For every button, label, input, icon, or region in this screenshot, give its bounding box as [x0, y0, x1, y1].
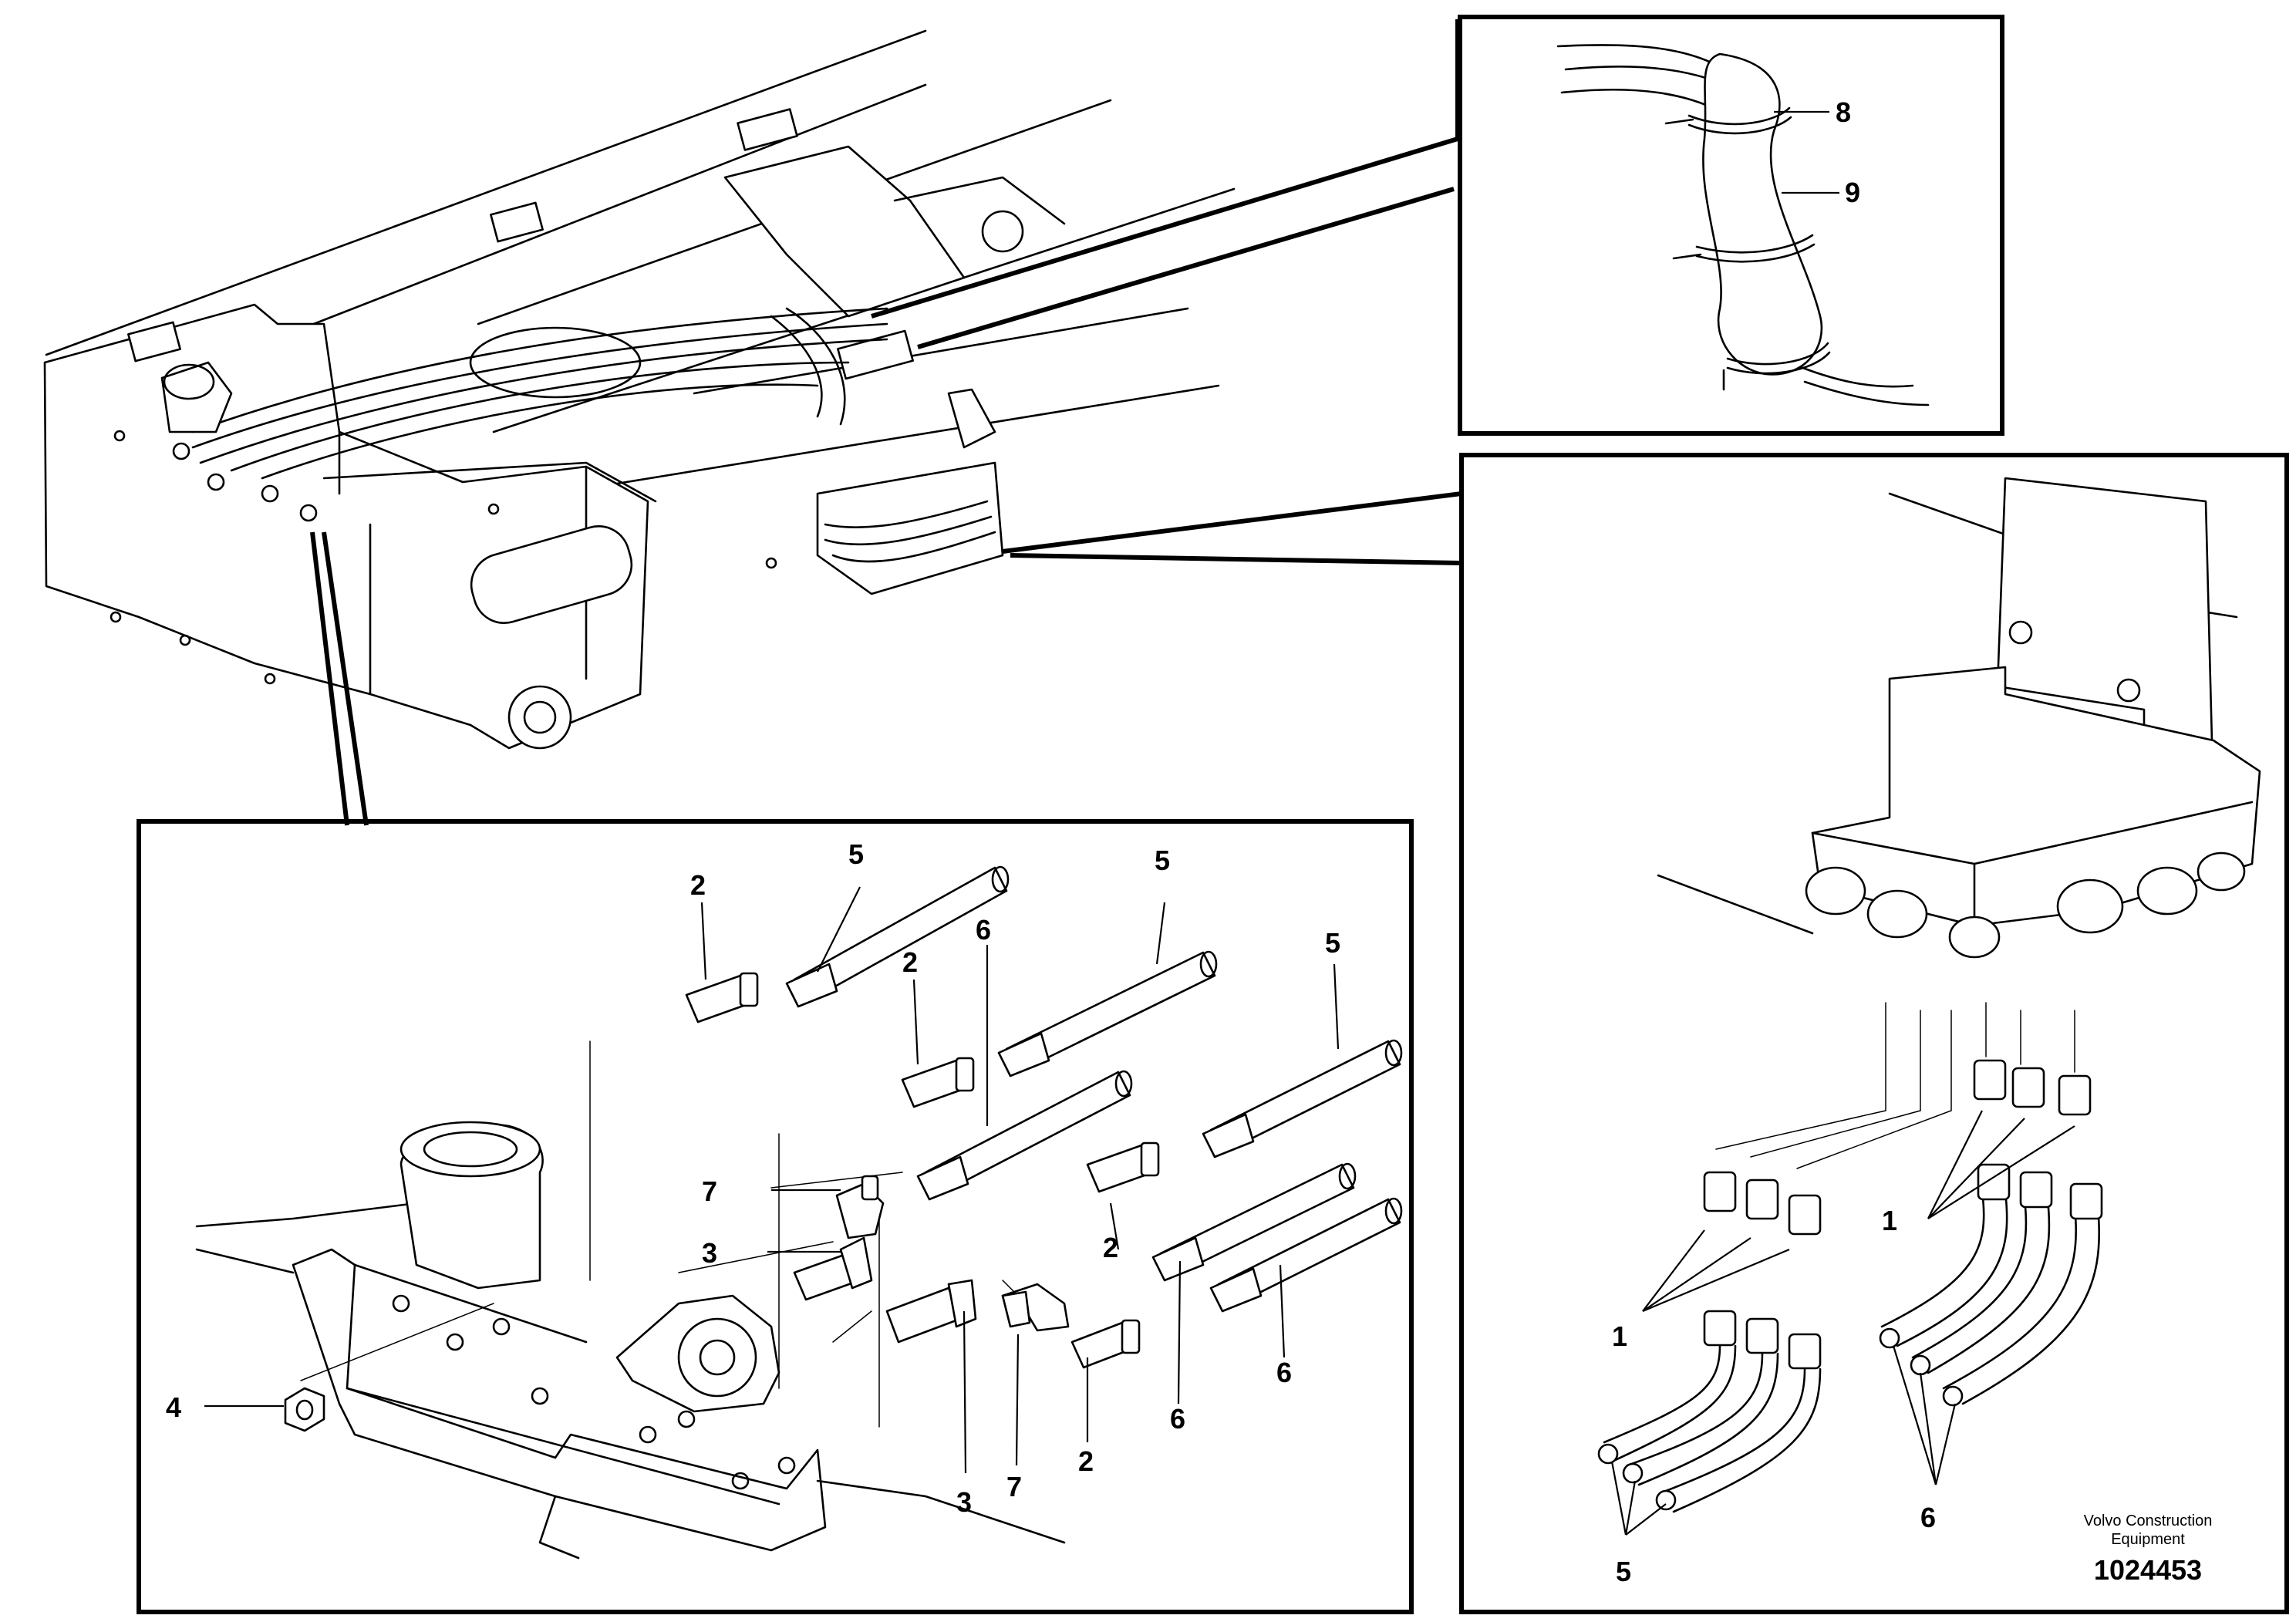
callout-hoses: 5 [1616, 1556, 1631, 1587]
callout-sleeve: 9 [1845, 177, 1860, 208]
callout-pipes: 6 [1920, 1502, 1936, 1533]
callout-pipe-right: 6 [1276, 1357, 1292, 1388]
nut [284, 1387, 325, 1432]
detail-valve-fittings: 1 1 5 6 Volvo Construction Equipment 102… [1459, 453, 2289, 1614]
pipe-bundle-right [1879, 1163, 2103, 1407]
pipe-lower [1151, 1162, 1357, 1282]
adapter-group-right [1973, 1059, 2092, 1116]
callout-clamp: 8 [1836, 96, 1851, 128]
detail-fittings-exploded: 2 5 5 2 6 5 7 3 2 4 3 7 2 6 6 [137, 819, 1414, 1614]
hose-right [1202, 1039, 1403, 1158]
callout-adapters-right: 1 [1882, 1205, 1897, 1236]
callout-pipe-lower: 6 [1170, 1403, 1185, 1435]
elbow-b [1001, 1283, 1070, 1332]
callout-pipe-mid: 6 [976, 914, 991, 946]
adapter-a [793, 1236, 873, 1301]
detail-hose-sleeve: 8 9 [1458, 15, 2004, 436]
callout-nipple-d: 2 [1078, 1445, 1094, 1477]
callout-adapter-a: 3 [702, 1237, 717, 1269]
callout-elbow-a: 7 [702, 1175, 717, 1207]
adapter-group-left [1703, 1171, 1822, 1370]
callout-nipple-a: 2 [690, 869, 706, 901]
nipple-b [901, 1057, 975, 1108]
brand-line-1: Volvo Construction [2084, 1512, 2213, 1529]
adapter-b [885, 1279, 977, 1344]
nipple-a [685, 972, 759, 1023]
pipe-mid [916, 1070, 1133, 1201]
callout-nipple-c: 2 [1103, 1232, 1118, 1263]
hose-top [785, 865, 1010, 1008]
document-number: 1024453 [2094, 1554, 2202, 1586]
nipple-c [1086, 1141, 1160, 1193]
elbow-a [835, 1175, 885, 1239]
callout-hose-top: 5 [848, 838, 864, 870]
frame-assembly-drawing [43, 29, 1236, 750]
callout-elbow-b: 7 [1006, 1471, 1022, 1502]
brand-line-2: Equipment [2111, 1531, 2185, 1548]
callout-adapters-left: 1 [1612, 1320, 1627, 1352]
callout-nipple-b: 2 [902, 946, 918, 978]
callout-hose-right: 5 [1325, 927, 1340, 959]
callout-hose-mid: 5 [1155, 845, 1170, 876]
hose-mid [997, 950, 1218, 1077]
nipple-d [1070, 1319, 1141, 1369]
callout-nut: 4 [166, 1391, 181, 1423]
callout-adapter-b: 3 [956, 1486, 972, 1518]
hose-bundle-left [1597, 1344, 1822, 1513]
pipe-right [1209, 1197, 1403, 1313]
